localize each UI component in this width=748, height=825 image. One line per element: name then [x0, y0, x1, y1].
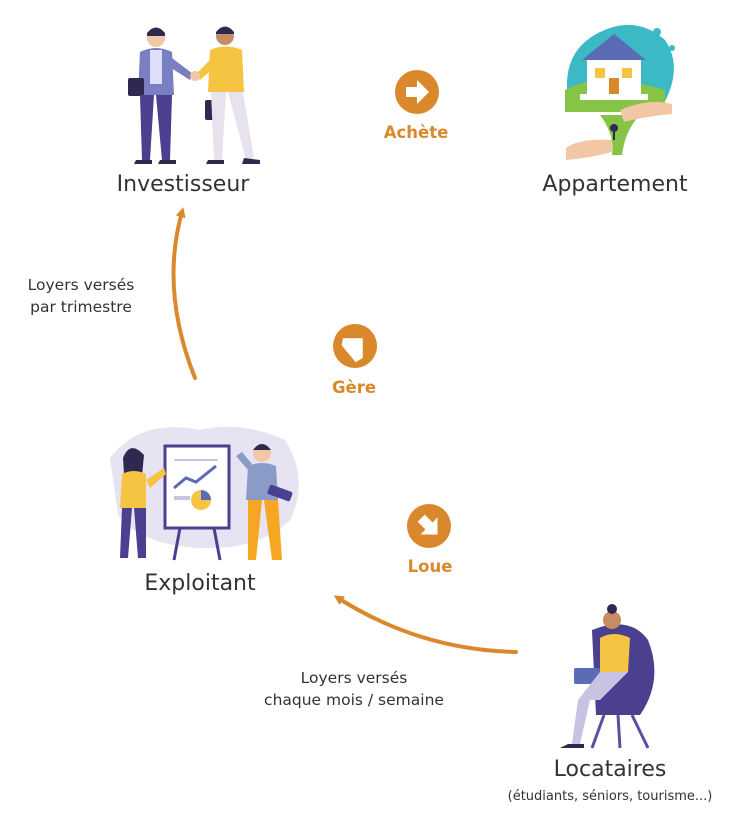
- arrow-right-icon: [406, 80, 429, 104]
- arrow-down-right-icon: [417, 514, 438, 535]
- loue-label: Loue: [408, 557, 453, 576]
- gere-badge: [333, 324, 377, 368]
- locataires-sublabel: (étudiants, séniors, tourisme...): [508, 789, 713, 804]
- flow-arrow-to-investisseur: [171, 207, 197, 380]
- flow-note-investisseur-line2: par trimestre: [30, 298, 132, 316]
- flow-note-exploitant-line2: chaque mois / semaine: [264, 691, 444, 709]
- presentation-board-icon: [110, 426, 299, 561]
- handshake-people-icon: [128, 26, 260, 164]
- gere-label: Gère: [332, 378, 376, 397]
- loue-badge: [407, 504, 451, 548]
- appartement-label: Appartement: [542, 172, 688, 197]
- house-keys-icon: [565, 24, 675, 160]
- woman-laptop-chair-icon: [560, 604, 655, 749]
- arrow-down-left-icon: [341, 338, 363, 363]
- flow-arrow-to-exploitant: [333, 595, 518, 654]
- flow-note-exploitant-line1: Loyers versés: [301, 669, 408, 687]
- locataires-label: Locataires: [554, 757, 667, 782]
- exploitant-label: Exploitant: [144, 571, 256, 596]
- achete-badge: [395, 70, 439, 114]
- flow-note-investisseur-line1: Loyers versés: [28, 276, 135, 294]
- achete-label: Achète: [384, 123, 449, 142]
- investisseur-label: Investisseur: [117, 172, 251, 197]
